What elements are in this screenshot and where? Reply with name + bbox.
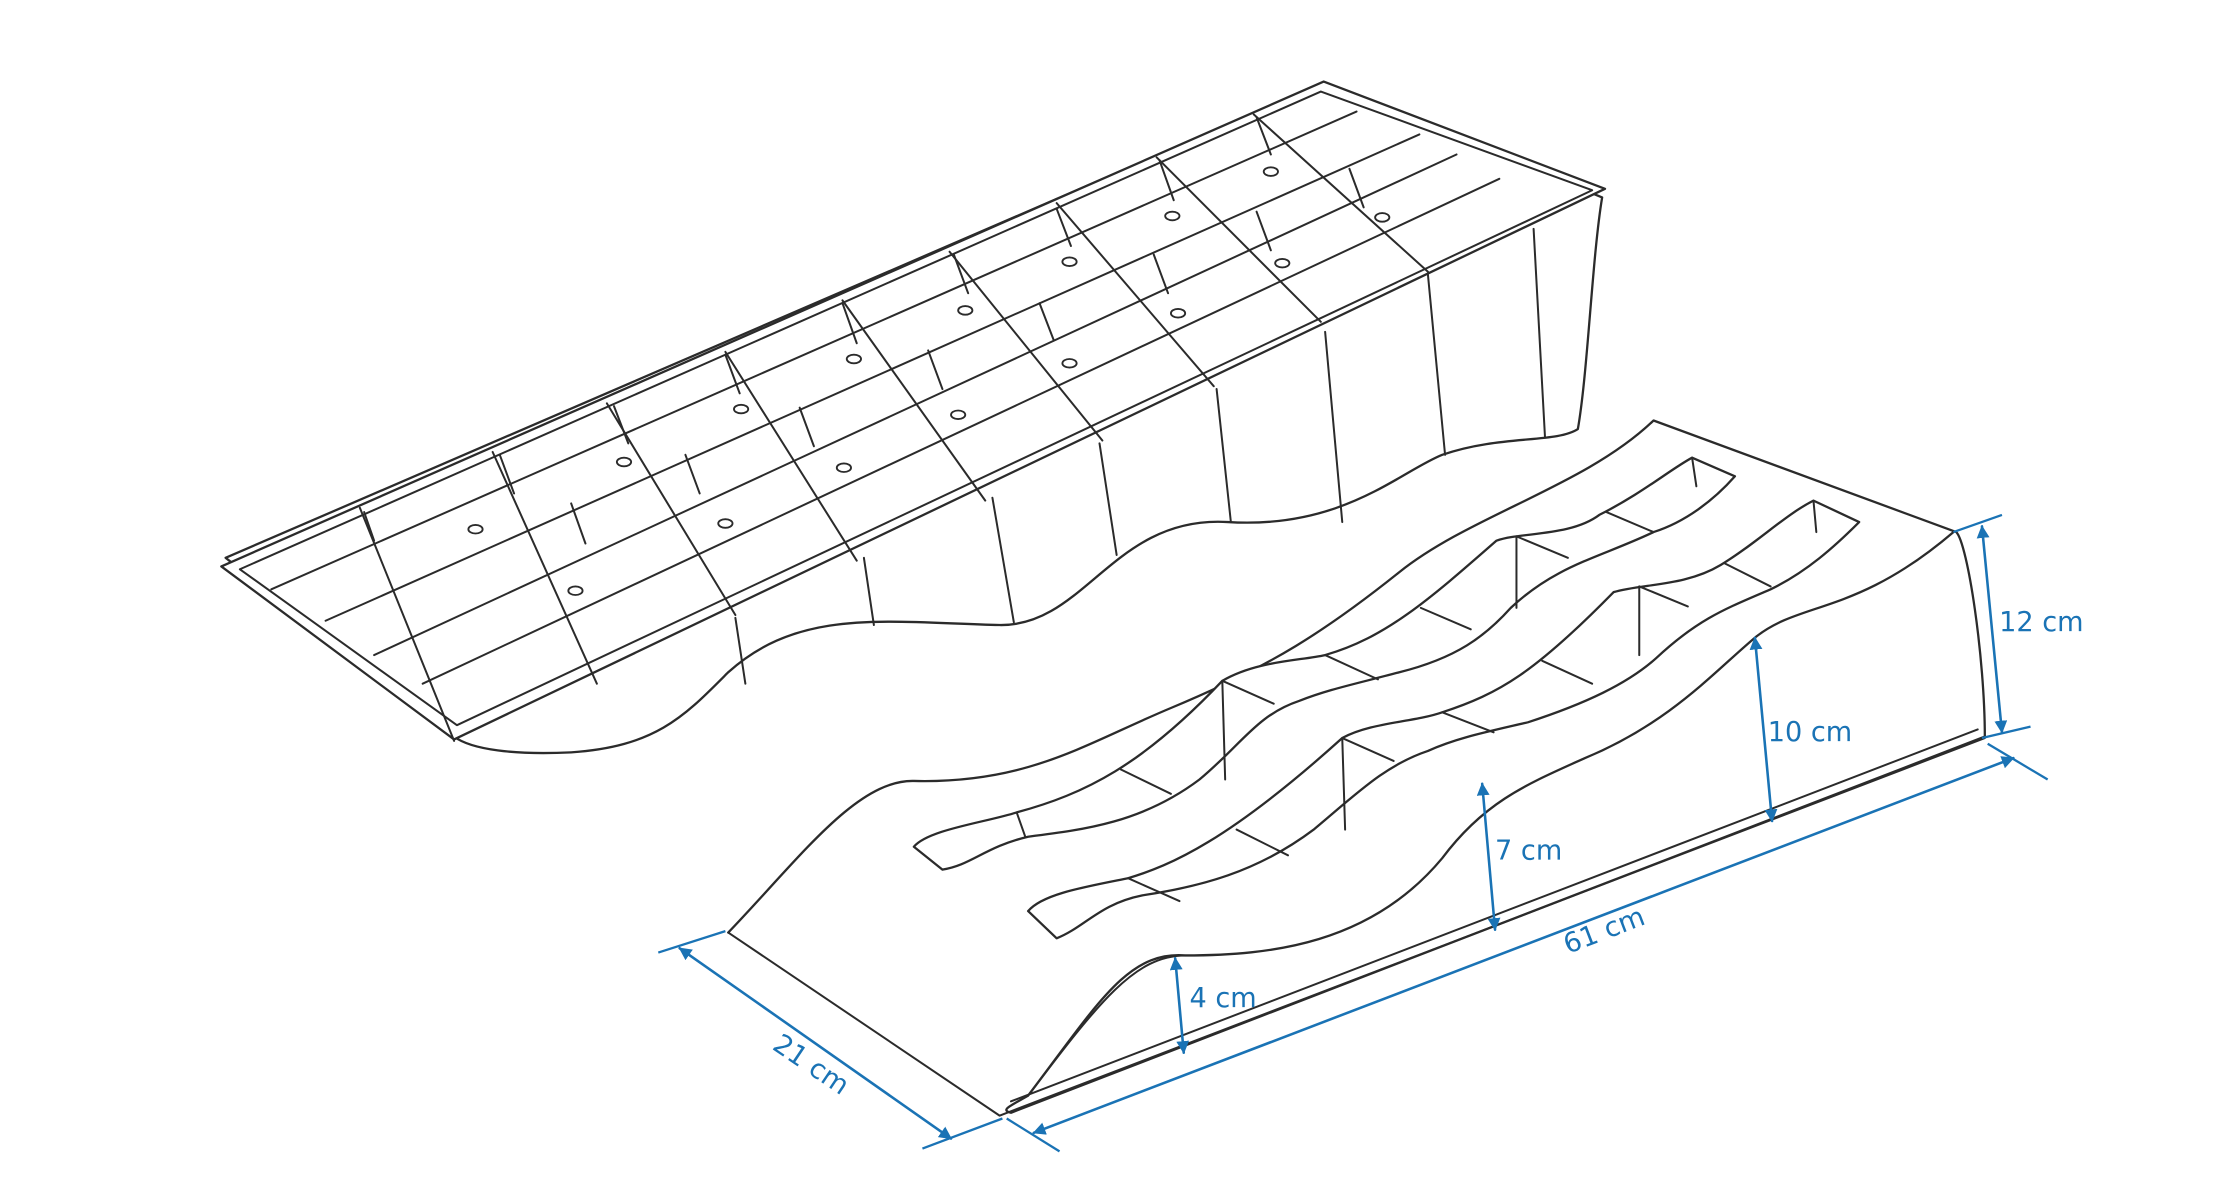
dim-line-61cm — [1032, 756, 2015, 1135]
dim-line-12cm — [1976, 525, 2008, 734]
dimension-lines — [657, 513, 2049, 1153]
label-61cm: 61 cm — [1559, 901, 1649, 960]
label-4cm: 4 cm — [1189, 983, 1256, 1014]
dim-line-21cm — [678, 947, 953, 1140]
label-12cm: 12 cm — [1999, 607, 2083, 638]
label-10cm: 10 cm — [1768, 717, 1852, 748]
label-7cm: 7 cm — [1495, 836, 1562, 867]
ramp-underside-view — [220, 80, 1607, 755]
